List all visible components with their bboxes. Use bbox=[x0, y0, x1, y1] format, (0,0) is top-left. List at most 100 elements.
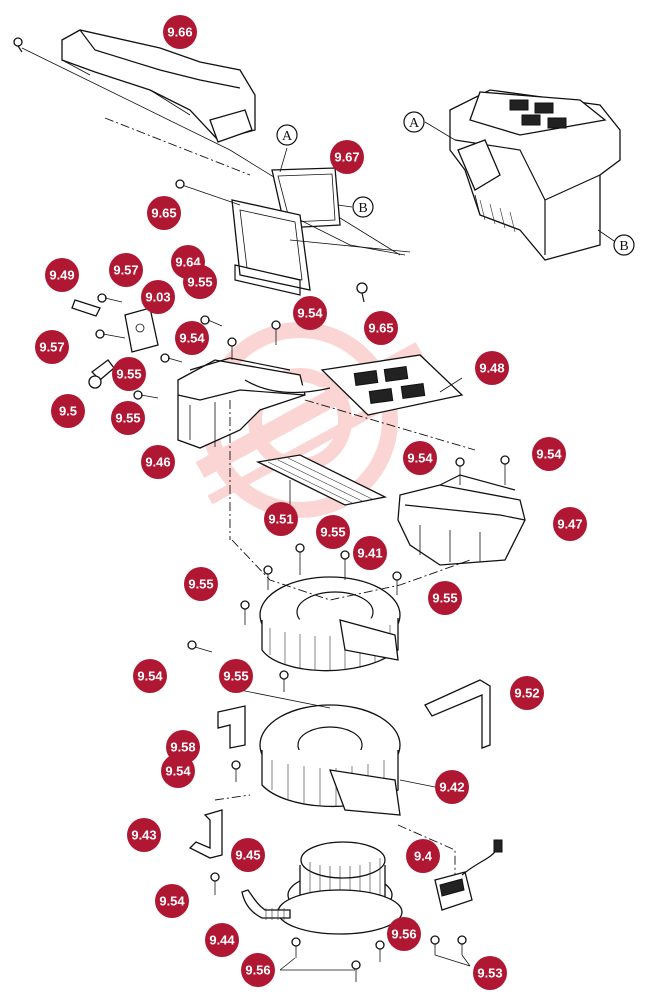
svg-text:A: A bbox=[282, 129, 293, 144]
callout-label: 9.55 bbox=[188, 577, 213, 592]
callout-9-41: 9.41 bbox=[353, 536, 387, 570]
actuator-9-5 bbox=[88, 359, 115, 389]
callout-badge bbox=[241, 953, 275, 987]
callout-9-54: 9.54 bbox=[161, 754, 195, 788]
callout-9-55: 9.55 bbox=[428, 581, 462, 615]
blower-housing-lower bbox=[259, 704, 401, 816]
callout-label: 9.48 bbox=[479, 361, 504, 376]
callout-9-52: 9.52 bbox=[510, 676, 544, 710]
callout-badge bbox=[183, 265, 217, 299]
callout-label: 9.44 bbox=[209, 933, 235, 948]
callout-label: 9.55 bbox=[223, 669, 248, 684]
callout-9-03: 9.03 bbox=[141, 280, 175, 314]
callout-label: 9.66 bbox=[167, 25, 192, 40]
callout-badge bbox=[330, 140, 364, 174]
clip-9-49 bbox=[71, 299, 101, 317]
callout-badge bbox=[364, 311, 398, 345]
callout-label: 9.45 bbox=[235, 848, 260, 863]
callout-9-54: 9.54 bbox=[403, 441, 437, 475]
callout-label: 9.03 bbox=[145, 290, 170, 305]
callout-9-55: 9.55 bbox=[316, 515, 350, 549]
callout-badge bbox=[205, 923, 239, 957]
callout-badge bbox=[264, 502, 298, 536]
callout-label: 9.4 bbox=[414, 849, 433, 864]
callout-9-42: 9.42 bbox=[435, 770, 469, 804]
callout-badge bbox=[353, 536, 387, 570]
callout-label: 9.65 bbox=[368, 321, 393, 336]
callout-badge bbox=[231, 838, 265, 872]
callout-badge bbox=[155, 884, 189, 918]
callout-9-49: 9.49 bbox=[45, 258, 79, 292]
callout-9-57: 9.57 bbox=[109, 253, 143, 287]
bracket-9-58 bbox=[217, 705, 246, 749]
callout-badge bbox=[141, 445, 175, 479]
callout-9-55: 9.55 bbox=[184, 567, 218, 601]
callout-9-54: 9.54 bbox=[293, 296, 327, 330]
callout-badge bbox=[553, 507, 587, 541]
callout-9-54: 9.54 bbox=[133, 659, 167, 693]
assembled-blower-unit bbox=[449, 89, 621, 261]
screws-bottom bbox=[291, 937, 385, 982]
callout-label: 9.5 bbox=[59, 404, 77, 419]
callout-badge bbox=[293, 296, 327, 330]
callout-9-53: 9.53 bbox=[473, 956, 507, 990]
callout-9-54: 9.54 bbox=[175, 321, 209, 355]
svg-text:B: B bbox=[358, 201, 367, 216]
callout-label: 9.53 bbox=[477, 966, 502, 981]
screws-right bbox=[455, 455, 510, 485]
callout-badge bbox=[532, 437, 566, 471]
callout-9-55: 9.55 bbox=[219, 659, 253, 693]
seal-strip-part bbox=[424, 679, 491, 749]
callout-badge bbox=[435, 770, 469, 804]
air-duct-part bbox=[61, 29, 256, 143]
callout-badge bbox=[184, 567, 218, 601]
cabin-filter-part bbox=[255, 454, 387, 506]
callout-label: 9.54 bbox=[297, 306, 323, 321]
blower-motor-part bbox=[277, 841, 403, 935]
callout-9-55: 9.55 bbox=[112, 357, 146, 391]
callout-label: 9.64 bbox=[175, 255, 201, 270]
callout-9-48: 9.48 bbox=[475, 351, 509, 385]
callout-label: 9.54 bbox=[165, 764, 191, 779]
screws-mid bbox=[187, 543, 402, 692]
callout-9-43: 9.43 bbox=[127, 818, 161, 852]
screw-965 bbox=[356, 282, 368, 303]
ref-b-right: B bbox=[613, 234, 635, 256]
callout-label: 9.54 bbox=[159, 894, 185, 909]
callout-badge bbox=[112, 357, 146, 391]
callout-badge bbox=[510, 676, 544, 710]
callout-label: 9.41 bbox=[357, 546, 382, 561]
callout-badge bbox=[141, 280, 175, 314]
callout-label: 9.52 bbox=[514, 686, 539, 701]
callout-badge bbox=[147, 196, 181, 230]
screw-top-left bbox=[13, 37, 23, 53]
callout-label: 9.56 bbox=[245, 963, 270, 978]
upper-housing-part bbox=[177, 357, 331, 449]
callout-badge bbox=[387, 917, 421, 951]
callout-9-47: 9.47 bbox=[553, 507, 587, 541]
callout-label: 9.55 bbox=[432, 591, 457, 606]
callout-badge bbox=[51, 394, 85, 428]
callout-label: 9.46 bbox=[145, 455, 170, 470]
callout-9-65: 9.65 bbox=[364, 311, 398, 345]
callout-label: 9.54 bbox=[179, 331, 205, 346]
callout-9-51: 9.51 bbox=[264, 502, 298, 536]
ref-b-top: B bbox=[352, 196, 374, 218]
callout-label: 9.42 bbox=[439, 780, 464, 795]
callout-badge bbox=[45, 258, 79, 292]
callout-badge bbox=[109, 253, 143, 287]
callout-label: 9.54 bbox=[137, 669, 163, 684]
callout-badge bbox=[133, 659, 167, 693]
callout-label: 9.65 bbox=[151, 206, 176, 221]
screws-left bbox=[95, 293, 281, 400]
callout-badge bbox=[316, 515, 350, 549]
callout-9-54: 9.54 bbox=[155, 884, 189, 918]
callout-9-55: 9.55 bbox=[111, 401, 145, 435]
callout-9-56: 9.56 bbox=[241, 953, 275, 987]
svg-text:A: A bbox=[409, 116, 420, 131]
callout-label: 9.43 bbox=[131, 828, 156, 843]
hose-9-44 bbox=[241, 889, 291, 920]
callout-badge bbox=[127, 818, 161, 852]
